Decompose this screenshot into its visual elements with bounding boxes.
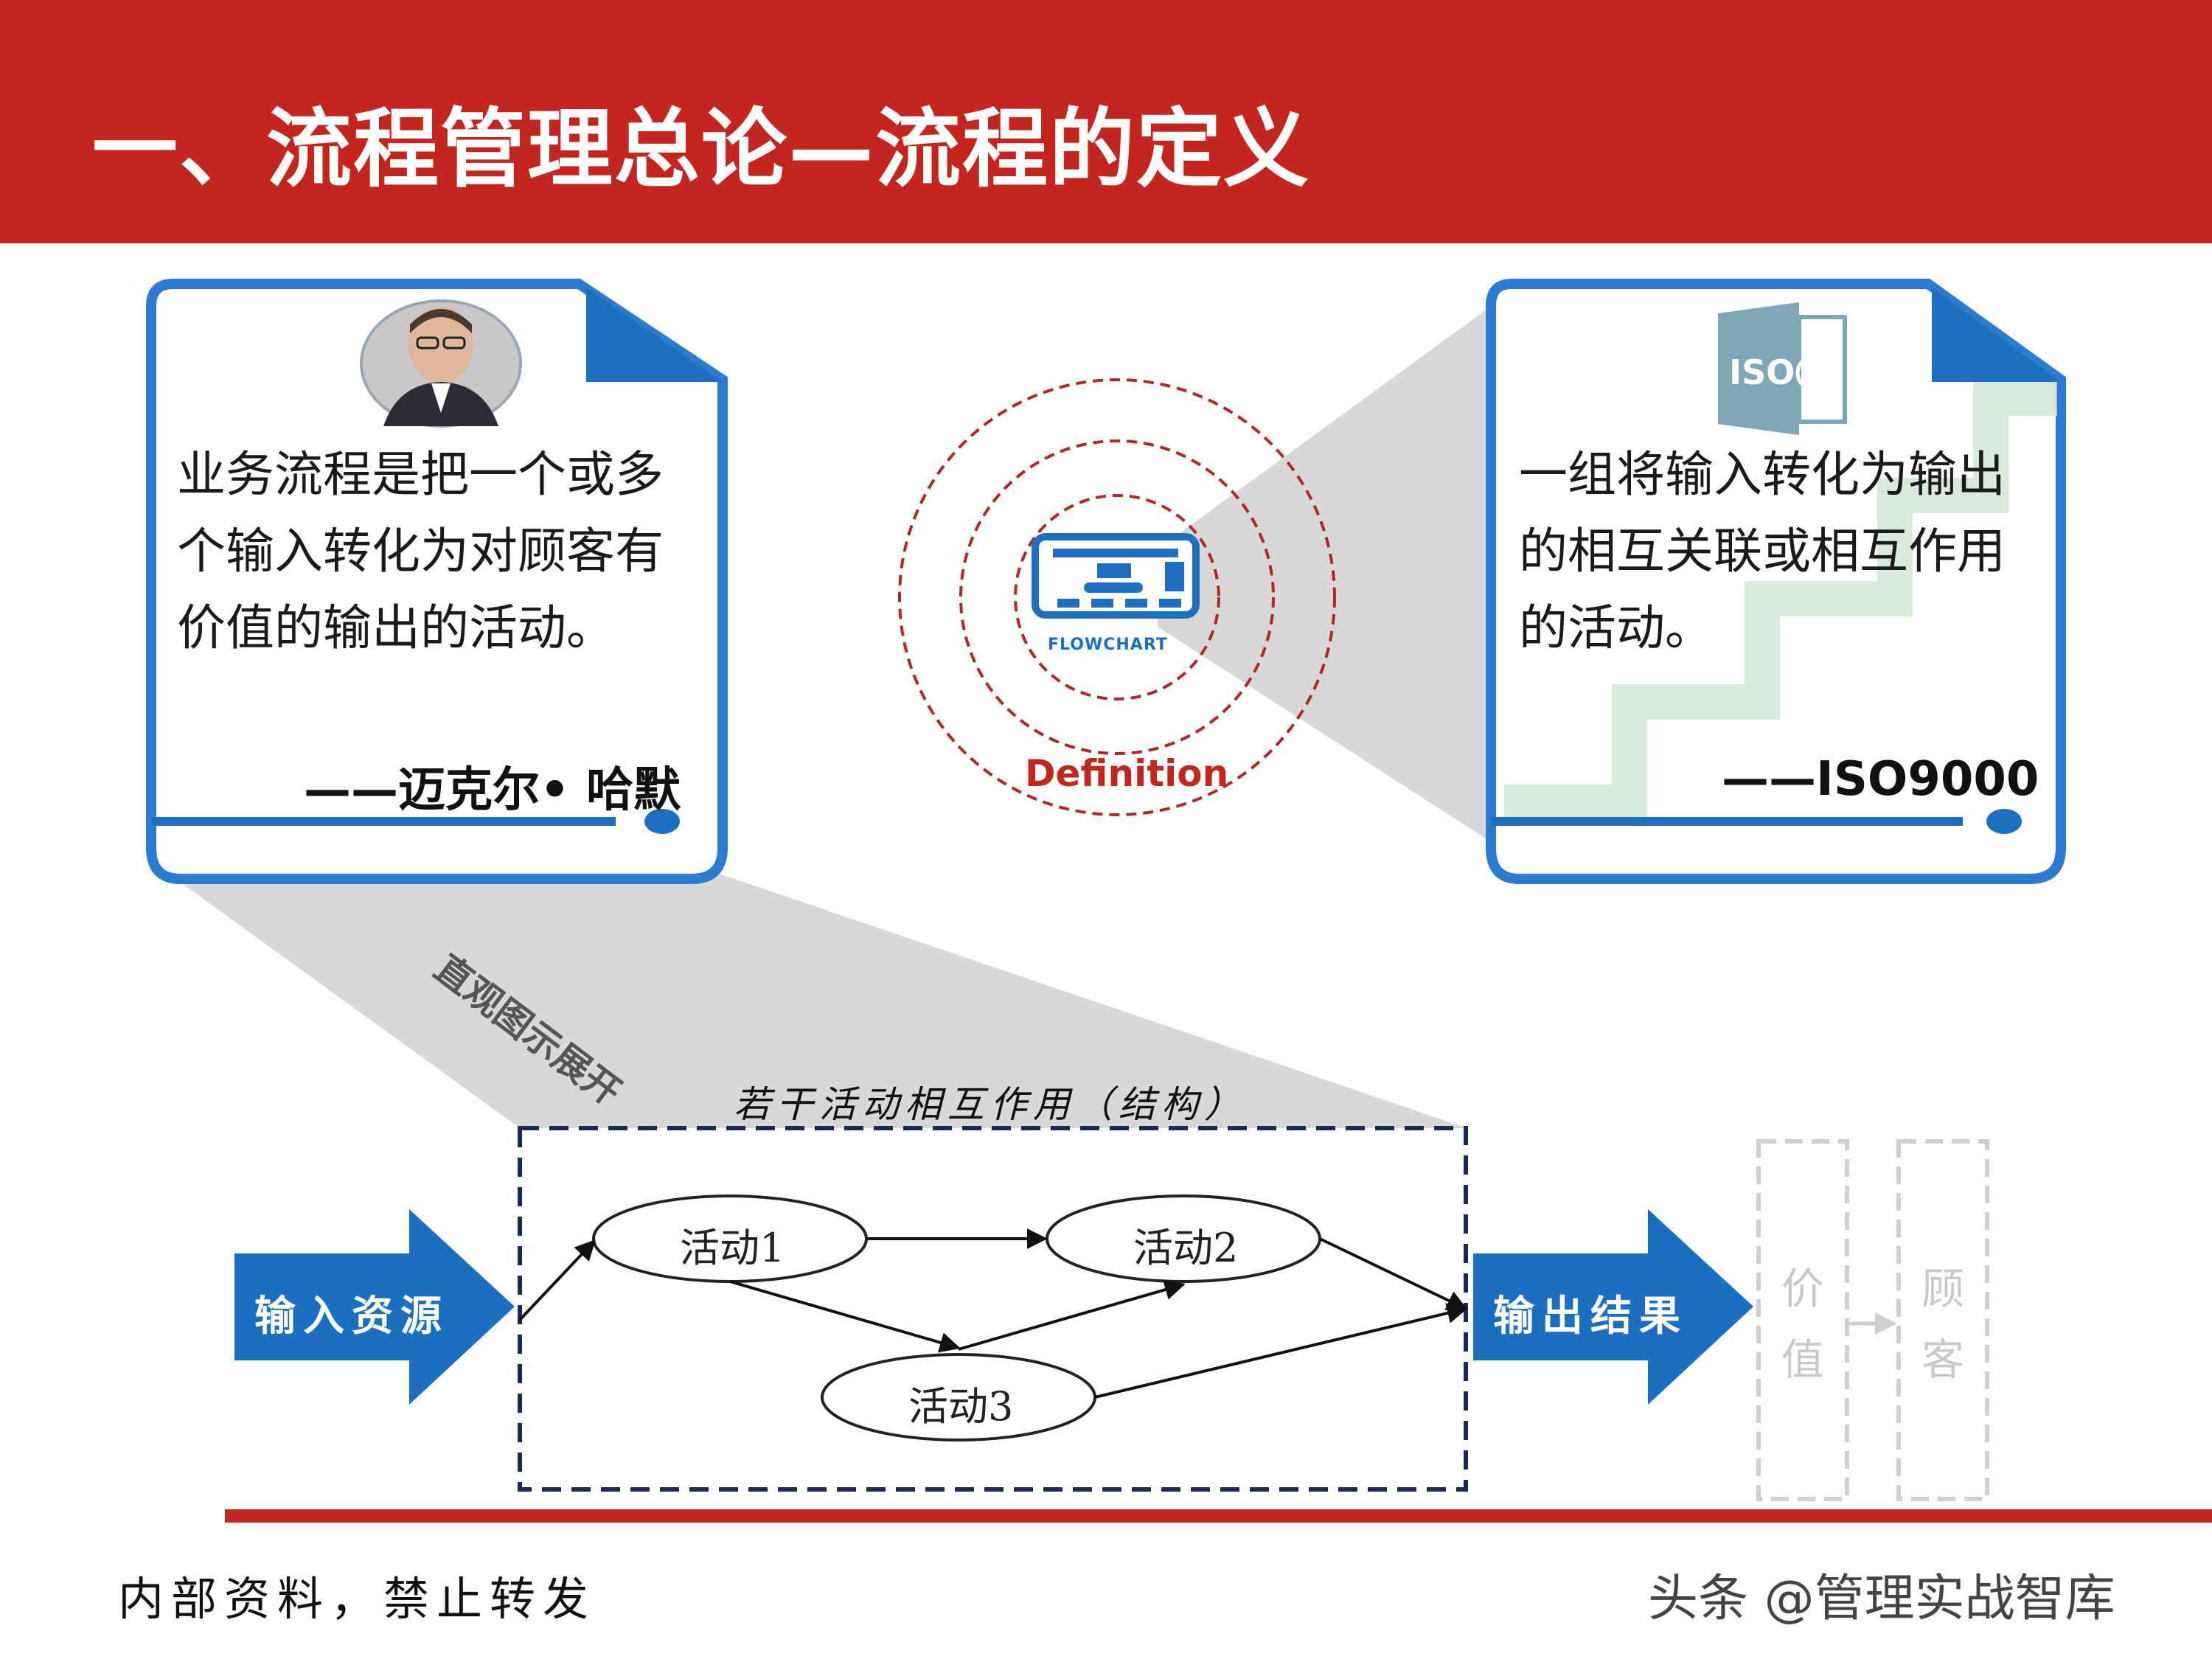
ghost-boxes — [1756, 1139, 1989, 1501]
input-arrow — [234, 1209, 515, 1405]
flowchart-icon — [1032, 533, 1200, 619]
ghost-char: 顾 — [1921, 1264, 1964, 1314]
definition-rings — [898, 378, 1336, 816]
left-quote-card — [146, 279, 728, 884]
activity-3-label: 活动3 — [908, 1383, 1014, 1430]
flowchart-icon-label: FLOWCHART — [1048, 636, 1168, 654]
footer-divider — [225, 1509, 2212, 1523]
footer-confidential-note: 内部资料，禁止转发 — [118, 1572, 597, 1626]
definition-label: Definition — [1025, 752, 1229, 795]
left-card-line: 个输入转化为对顾客有 — [177, 523, 664, 580]
activity-1-label: 活动1 — [680, 1225, 785, 1271]
left-card-line: 业务流程是把一个或多 — [177, 446, 664, 503]
ghost-box-value: 价 值 — [1781, 1253, 1825, 1395]
ghost-char: 客 — [1921, 1335, 1964, 1385]
ghost-char: 值 — [1781, 1335, 1824, 1385]
right-card-attribution: ——ISO9000 — [1722, 752, 2039, 807]
iso-logo-text: ISO — [1729, 352, 1795, 392]
projection-left — [159, 866, 1467, 1128]
right-card-line: 一组将输入转化为输出 — [1519, 446, 2006, 503]
right-card-quote: 一组将输入转化为输出 的相互关联或相互作用 的活动。 — [1519, 437, 2050, 667]
page-title: 一、流程管理总论—流程的定义 — [92, 100, 1310, 199]
footer-watermark: 头条 @管理实战智库 — [1648, 1570, 2115, 1628]
right-card-line: 的相互关联或相互作用 — [1519, 523, 2006, 580]
right-card-line: 的活动。 — [1519, 599, 1714, 656]
left-card-line: 价值的输出的活动。 — [177, 599, 615, 656]
header-bar — [0, 0, 2212, 243]
right-quote-card — [1486, 279, 2066, 884]
output-arrow — [1473, 1209, 1753, 1405]
left-card-attribution: ——迈克尔• 哈默 — [304, 763, 681, 818]
output-arrow-label: 输出结果 — [1493, 1293, 1688, 1340]
portrait-avatar — [360, 299, 522, 428]
left-card-quote: 业务流程是把一个或多 个输入转化为对顾客有 价值的输出的活动。 — [177, 437, 708, 667]
input-arrow-label: 输入资源 — [254, 1293, 449, 1340]
activity-2-label: 活动2 — [1133, 1225, 1239, 1271]
activity-connectors — [518, 1228, 1468, 1399]
ghost-box-customer: 顾 客 — [1921, 1253, 1965, 1395]
iso-icon — [1718, 302, 1847, 435]
ghost-char: 价 — [1781, 1264, 1824, 1314]
frame-title: 若干活动相互作用（结构） — [734, 1083, 1247, 1126]
